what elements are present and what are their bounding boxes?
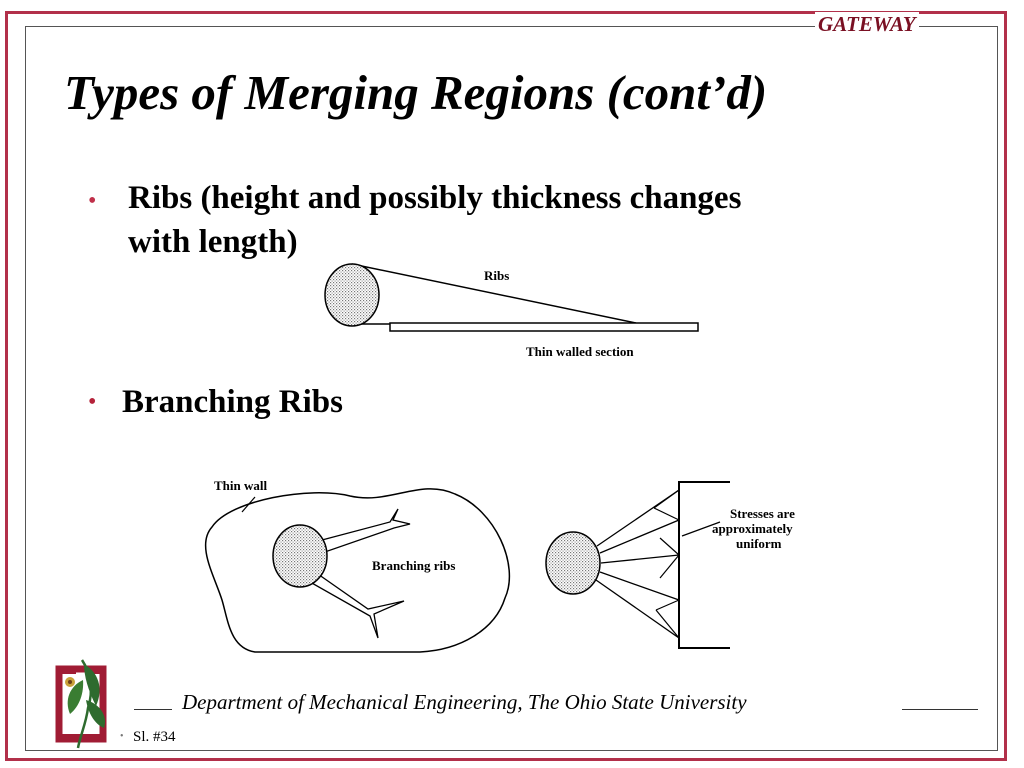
rib-figure: Ribs Thin walled section (324, 263, 699, 359)
slide-frame (5, 11, 1007, 761)
footer-rule-left (134, 709, 172, 710)
bullet-2: Branching Ribs (122, 384, 343, 420)
stress-cross-section (545, 531, 601, 595)
bullet-1-line2: with length) (128, 224, 298, 260)
branch-cross-section (272, 524, 328, 588)
bullet-1-line1: Ribs (height and possibly thickness chan… (128, 180, 742, 216)
bullet-dot-1: • (88, 188, 97, 214)
bullet-dot-2: • (88, 389, 97, 415)
block-o-left (56, 666, 106, 742)
slide-number-dot: • (120, 731, 124, 742)
footer-department: Department of Mechanical Engineering, Th… (182, 690, 747, 714)
slide-title: Types of Merging Regions (cont’d) (64, 65, 768, 120)
footer-rule-right (902, 709, 978, 710)
slide-number: Sl. #34 (133, 729, 176, 745)
rib-cross-section (324, 263, 380, 327)
stress-label-line1: Stresses are (730, 506, 795, 521)
stress-label-line2: approximately (712, 521, 793, 536)
branching-ribs-label: Branching ribs (372, 558, 455, 573)
slide-inner-frame (25, 26, 998, 751)
leaf-icon-2 (67, 680, 84, 714)
thin-wall-outline (204, 488, 511, 653)
bullet-1: Ribs (height and possibly thickness chan… (128, 176, 741, 264)
branching-figure: Thin wall Branching ribs (204, 478, 511, 653)
thin-wall-plate (389, 322, 699, 332)
leaf-icon-3 (86, 700, 106, 728)
ribs-label: Ribs (484, 268, 509, 283)
leaf-icon (84, 664, 100, 706)
upper-rib (321, 508, 411, 554)
gateway-label: GATEWAY (815, 12, 919, 37)
lower-rib (309, 571, 405, 639)
stress-label-line3: uniform (736, 536, 782, 551)
stress-figure: Stresses are approximately uniform (545, 481, 795, 649)
section-label: Thin walled section (526, 344, 634, 359)
thin-wall-label: Thin wall (214, 478, 267, 493)
university-logo (55, 659, 107, 749)
